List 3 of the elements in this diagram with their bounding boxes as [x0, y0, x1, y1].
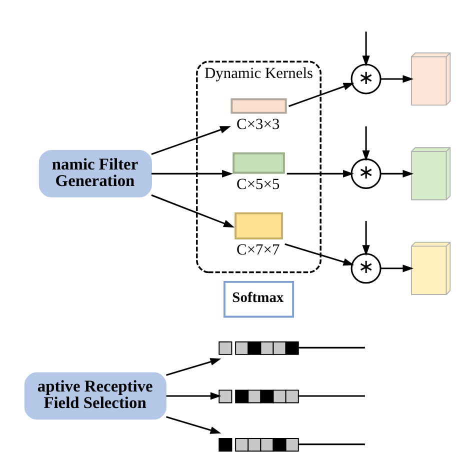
- node-label: C×5×5: [236, 176, 280, 193]
- node-label: C×7×7: [236, 242, 280, 259]
- node-label: C×3×3: [236, 116, 280, 134]
